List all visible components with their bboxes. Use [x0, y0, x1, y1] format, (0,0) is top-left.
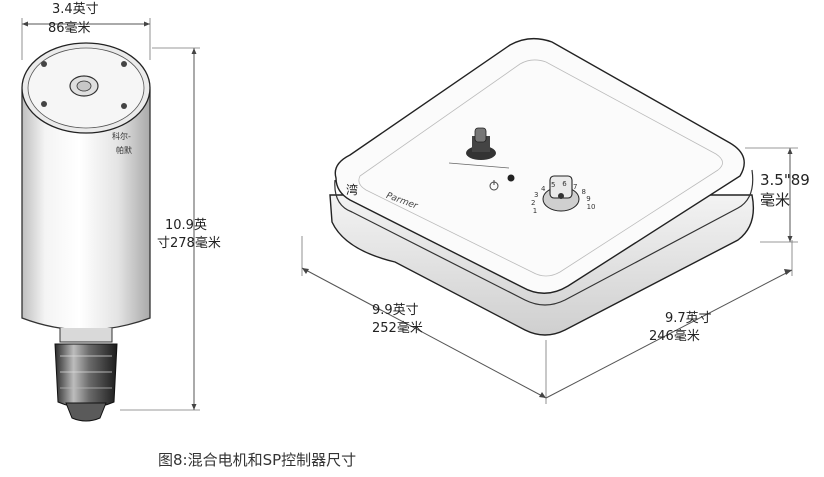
- motor-width-inch: 3.4英寸: [52, 2, 99, 17]
- dial-number: 10: [586, 203, 596, 212]
- controller-dimensions: [301, 147, 798, 404]
- controller-width-inch: 9.9英寸: [372, 303, 419, 318]
- motor-drawing: [21, 18, 200, 422]
- motor-brand-line2: 帕默: [116, 146, 132, 155]
- dial-number: 4: [541, 184, 546, 193]
- controller-width-mm: 252毫米: [372, 321, 423, 336]
- dial-number: 7: [573, 182, 578, 191]
- motor-brand-line1: 科尔-: [112, 132, 131, 141]
- motor-height-inch: 10.9英: [165, 218, 207, 233]
- dial-number: 8: [581, 188, 586, 197]
- dial-number: 6: [562, 180, 567, 189]
- controller-depth-inch: 9.7英寸: [665, 311, 712, 326]
- dial-number: 9: [586, 195, 591, 204]
- dial-number: 2: [531, 198, 536, 207]
- controller-drawing: [329, 37, 755, 336]
- controller-brand-char: 湾: [346, 183, 359, 197]
- motor-height-mm: 寸278毫米: [157, 236, 221, 251]
- dial-number: 1: [532, 206, 538, 215]
- motor-width-mm: 86毫米: [48, 21, 91, 36]
- controller-depth-mm: 246毫米: [649, 329, 700, 344]
- figure-caption: 图8:混合电机和SP控制器尺寸: [158, 451, 357, 469]
- controller-height-inch: 3.5"89: [760, 171, 810, 189]
- dial-number: 3: [533, 191, 539, 200]
- dial-number: 5: [550, 180, 556, 189]
- controller-height-mm: 毫米: [760, 191, 791, 209]
